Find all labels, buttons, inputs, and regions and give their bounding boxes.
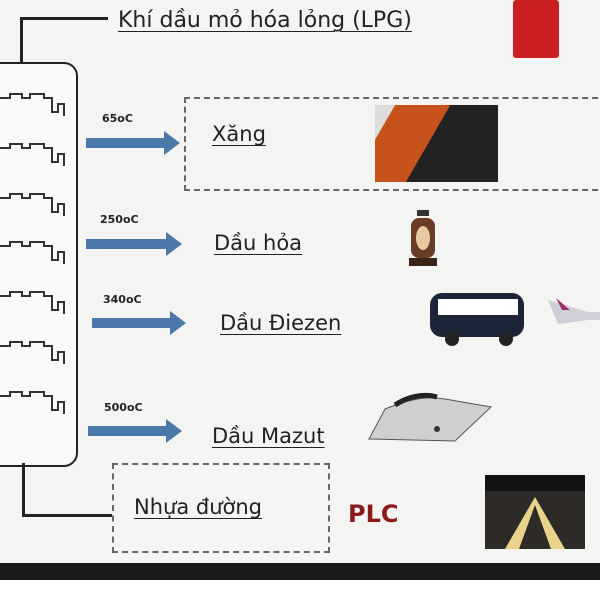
- lpg-pipe-vertical: [20, 17, 23, 63]
- product-label: Nhựa đường: [134, 495, 262, 519]
- tray: [0, 341, 65, 364]
- bus-image: [430, 293, 524, 346]
- tray: [0, 143, 65, 166]
- residue-pipe-horizontal: [22, 514, 112, 517]
- lpg-label: Khí dầu mỏ hóa lỏng (LPG): [118, 8, 412, 33]
- screen-bottom-bezel: [0, 563, 600, 580]
- temp-label: 500oC: [104, 401, 143, 414]
- tray: [0, 93, 65, 116]
- residue-pipe-vertical: [22, 463, 25, 517]
- arrow-65: [86, 131, 180, 155]
- tray: [0, 193, 65, 216]
- below-bezel: [0, 580, 600, 600]
- product-label: Xăng: [212, 122, 266, 146]
- plc-label: PLC: [348, 500, 399, 528]
- product-label: Dầu Điezen: [220, 311, 342, 335]
- product-label: Dầu hỏa: [214, 231, 303, 255]
- airplane-image: [548, 298, 600, 324]
- lpg-cylinder-image: [513, 0, 559, 58]
- arrows: [86, 131, 186, 443]
- lantern-image: [409, 210, 437, 266]
- temp-label: 340oC: [103, 293, 142, 306]
- road-image: [485, 475, 585, 549]
- fuel-pump-image: [375, 105, 498, 182]
- temp-label: 250oC: [100, 213, 139, 226]
- temp-label: 65oC: [102, 112, 133, 125]
- column-trays: [0, 93, 65, 414]
- product-label: Dầu Mazut: [212, 424, 325, 448]
- lpg-pipe-horizontal: [20, 17, 108, 20]
- distillation-column: [0, 62, 78, 467]
- tray: [0, 241, 65, 264]
- arrow-340: [92, 311, 186, 335]
- tray: [0, 391, 65, 414]
- arrow-250: [86, 232, 182, 256]
- arrow-500: [88, 419, 182, 443]
- ship-image: [368, 392, 493, 442]
- tray: [0, 291, 65, 314]
- gasoline-box: [184, 97, 600, 191]
- asphalt-box: [112, 463, 330, 553]
